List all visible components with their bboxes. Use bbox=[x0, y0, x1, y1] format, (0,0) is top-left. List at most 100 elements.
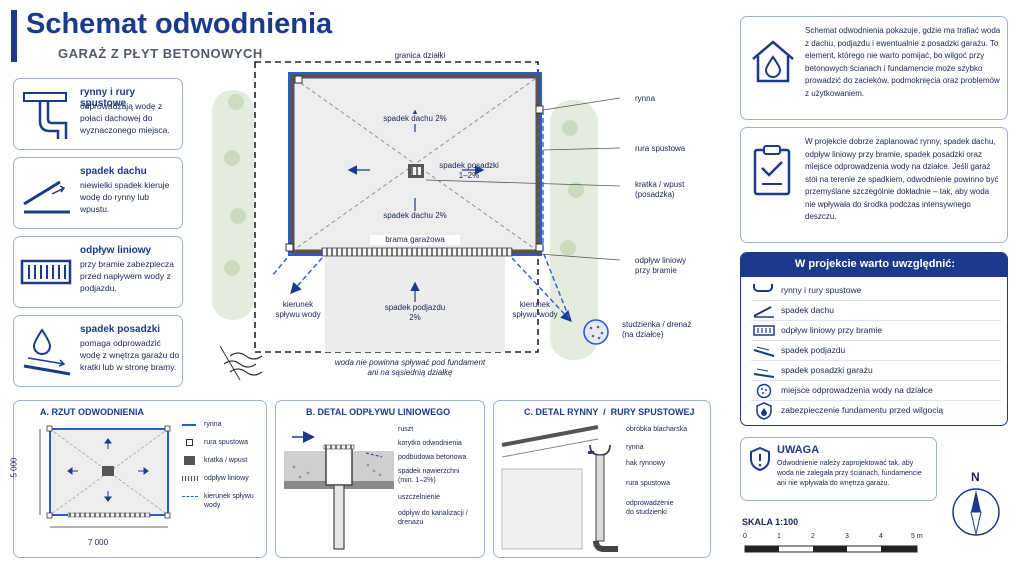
card-text: przy bramie zabezpiecza przed napływem w… bbox=[80, 259, 175, 293]
linear-drain-section bbox=[284, 431, 394, 550]
roof-slope-bottom-label: spadek dachu 2% bbox=[375, 211, 455, 221]
panel-c-label: odprowadzenie do studzienki bbox=[626, 500, 674, 516]
legend-item-linear-drain: odpływ liniowy bbox=[182, 473, 266, 491]
info-card-2: W projekcie dobrze zaplanować rynny, spa… bbox=[740, 127, 1008, 243]
roof-slope-top-label: spadek dachu 2% bbox=[375, 114, 455, 124]
scale-tick: 3 bbox=[845, 533, 849, 540]
checklist-header bbox=[741, 253, 1007, 277]
linear-drain-icon bbox=[20, 259, 72, 285]
warning-icon bbox=[750, 446, 770, 472]
scale-tick: 1 bbox=[777, 533, 781, 540]
dim-vertical: 5 000 bbox=[9, 457, 19, 478]
card-title: spadek dachu bbox=[80, 166, 147, 177]
legend-item-grate: kratka / wpust bbox=[182, 455, 266, 473]
title-bar bbox=[11, 10, 17, 62]
callout-grate: kratka / wpust (posadzka) bbox=[635, 180, 685, 199]
gutter-downpipe-icon bbox=[23, 92, 68, 139]
panel-b: B. DETAL ODPŁYWU LINIOWEGO ruszt korytko… bbox=[275, 400, 485, 558]
downpipe-marker bbox=[535, 105, 544, 114]
card-floor-slope: spadek posadzki pomaga odprowadzić wodę … bbox=[13, 315, 183, 387]
gate-label: brama garażowa bbox=[370, 235, 460, 245]
gutter-section bbox=[501, 425, 618, 552]
checklist-item: spadek posadzki garażu bbox=[781, 365, 873, 375]
floor-slope-icon bbox=[753, 368, 775, 378]
checklist-row: rynny i rury spustowe bbox=[751, 281, 1001, 301]
card-title: rynny i rury spustowe bbox=[80, 87, 136, 109]
roof-slope-icon bbox=[753, 306, 774, 318]
panel-c-title: C. DETAL RYNNY / RURY SPUSTOWEJ bbox=[524, 407, 695, 417]
downpipe-marker bbox=[294, 75, 303, 84]
page-title: Schemat odwodnienia bbox=[26, 8, 333, 40]
scale-tick: 2 bbox=[811, 533, 815, 540]
checklist-row: zabezpieczenie fundamentu przed wilgocią bbox=[751, 401, 1001, 421]
panel-a: A. RZUT ODWODNIENIA 5 000 7 000 rynna ru… bbox=[9, 400, 267, 558]
roof-slope-icon bbox=[23, 180, 70, 214]
panel-c-label: obróbka blacharska bbox=[626, 426, 688, 433]
callout-downpipe: rura spustowa bbox=[635, 144, 686, 153]
panel-c: C. DETAL RYNNY / RURY SPUSTOWEJ obróbka … bbox=[493, 400, 711, 558]
panel-b-label: ruszt bbox=[398, 426, 414, 433]
gutter-icon bbox=[753, 284, 773, 292]
legend-item-gutter: rynna bbox=[182, 419, 266, 437]
card-text: niewielki spadek kieruje wodę do rynny l… bbox=[80, 180, 170, 214]
checklist-item: spadek podjazdu bbox=[781, 345, 846, 355]
info-card-1: Schemat odwodnienia pokazuje, gdzie ma t… bbox=[740, 16, 1008, 120]
panel-a-title: A. RZUT ODWODNIENIA bbox=[40, 407, 144, 417]
compass-icon bbox=[952, 488, 1000, 536]
flow-left-label: kierunek spływu wody bbox=[275, 300, 321, 319]
card-text: odprowadzają wodę z połaci dachowej do w… bbox=[80, 101, 170, 135]
panel-c-label: rynna bbox=[626, 444, 644, 451]
checklist-item: miejsce odprowadzenia wody na działce bbox=[781, 385, 933, 395]
checklist-title: W projekcie warto uwzględnić: bbox=[794, 258, 956, 270]
driveway-slope-label: spadek podjazdu 2% bbox=[384, 303, 446, 322]
panel-c-label: hak rynnowy bbox=[626, 460, 666, 467]
checklist-item: zabezpieczenie fundamentu przed wilgocią bbox=[781, 405, 944, 415]
card-text: pomaga odprowadzić wodę z wnętrza garażu… bbox=[80, 338, 180, 372]
panel-b-leaders bbox=[354, 423, 355, 424]
boundary-label: granica działki bbox=[394, 51, 446, 60]
legend-item-downpipe: rura spustowa bbox=[182, 437, 266, 455]
panel-a-plan bbox=[39, 425, 171, 528]
drainage-plan bbox=[212, 61, 620, 381]
panel-b-label: uszczelnienie bbox=[398, 494, 441, 501]
downpipe-marker bbox=[535, 243, 544, 252]
info-text-2: W projekcie dobrze zaplanować rynny, spa… bbox=[805, 137, 999, 221]
panel-c-label: rura spustowa bbox=[626, 480, 670, 487]
soakaway bbox=[583, 319, 609, 345]
water-waves bbox=[219, 345, 263, 381]
card-title: spadek posadzki bbox=[80, 324, 161, 335]
callout-linear-drain: odpływ liniowy przy bramie bbox=[635, 256, 687, 275]
checklist-item: rynny i rury spustowe bbox=[781, 285, 862, 295]
checklist-row: spadek podjazdu bbox=[751, 341, 1001, 361]
shield-drop-icon bbox=[756, 402, 772, 420]
panel-a-legend: rynna rura spustowa kratka / wpust odpły… bbox=[182, 419, 266, 513]
house-water-icon bbox=[752, 40, 794, 83]
info-text-1: Schemat odwodnienia pokazuje, gdzie ma t… bbox=[805, 26, 1001, 98]
plan-note: woda nie powinna spływać pod fundament a… bbox=[334, 358, 486, 377]
floor-slope-label: spadek posadzki 1–2% bbox=[439, 161, 499, 180]
checklist-row: spadek dachu bbox=[751, 301, 1001, 321]
callout-gutter: rynna bbox=[635, 94, 656, 103]
checklist-row: miejsce odprowadzenia wody na działce bbox=[751, 381, 1001, 401]
panel-b-label: spadek nawierzchni (min. 1–2%) bbox=[398, 468, 460, 484]
clipboard-check-icon bbox=[753, 145, 791, 196]
page-subtitle: GARAŻ Z PŁYT BETONOWYCH bbox=[58, 46, 263, 61]
panel-b-label: korytko odwodnienia bbox=[398, 440, 462, 447]
checklist-item: spadek dachu bbox=[781, 305, 834, 315]
warning-title: UWAGA bbox=[777, 444, 820, 456]
scale-tick: 5 m bbox=[911, 533, 923, 540]
warning-text: Odwodnienie należy zaprojektować tak, ab… bbox=[777, 460, 922, 487]
panel-b-label: odpływ do kanalizacji / drenażu bbox=[398, 510, 468, 526]
linear-drain bbox=[321, 247, 513, 257]
card-roof-slope: spadek dachu niewielki spadek kieruje wo… bbox=[13, 157, 183, 229]
callout-soakaway: studzienka / drenaż (na działce) bbox=[622, 320, 692, 339]
driveway-slope-icon bbox=[753, 346, 775, 357]
card-title: odpływ liniowy bbox=[80, 245, 152, 256]
scale-title: SKALA 1:100 bbox=[742, 517, 799, 527]
panel-b-label: podbudowa betonowa bbox=[398, 454, 467, 461]
legend-item-flow: kierunek spływu wody bbox=[182, 491, 266, 513]
checklist-row: odpływ liniowy przy bramie bbox=[751, 321, 1001, 341]
scale-tick: 0 bbox=[743, 533, 747, 540]
checklist-row: spadek posadzki garażu bbox=[751, 361, 1001, 381]
panel-b-title: B. DETAL ODPŁYWU LINIOWEGO bbox=[306, 407, 451, 417]
